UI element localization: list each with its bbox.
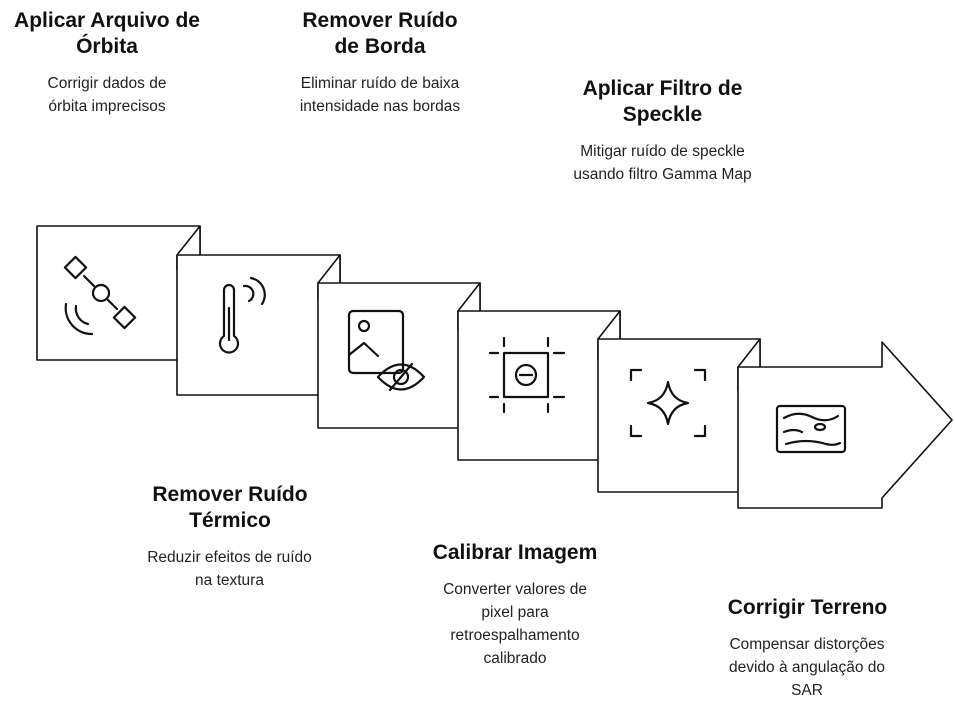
thermometer-icon xyxy=(218,276,266,354)
step-4-title: Calibrar Imagem xyxy=(432,541,598,564)
step-5-desc: Mitigar ruído de speckle usando filtro G… xyxy=(573,143,752,183)
step-4-desc: Converter valores de pixel para retroesp… xyxy=(443,581,587,667)
step-2-desc: Reduzir efeitos de ruído na textura xyxy=(147,549,312,589)
step-4-panel xyxy=(457,310,621,461)
step-2-panel xyxy=(176,254,341,396)
step-1-desc: Corrigir dados de órbita imprecisos xyxy=(47,75,167,115)
step-3-text: Remover Ruído de Borda Eliminar ruído de… xyxy=(280,8,480,118)
step-1-panel xyxy=(36,225,201,361)
terrain-map-icon xyxy=(775,404,847,454)
step-6-text: Corrigir Terreno Compensar distorções de… xyxy=(695,595,920,702)
satellite-icon xyxy=(63,255,137,336)
step-1-title: Aplicar Arquivo de Órbita xyxy=(14,9,200,58)
sparkle-focus-icon xyxy=(629,368,707,438)
step-3-panel xyxy=(317,282,481,429)
step-5-text: Aplicar Filtro de Speckle Mitigar ruído … xyxy=(555,76,770,186)
step-5-panel xyxy=(597,338,761,493)
step-3-desc: Eliminar ruído de baixa intensidade nas … xyxy=(299,75,461,115)
step-6-desc: Compensar distorções devido à angulação … xyxy=(729,636,885,699)
step-5-title: Aplicar Filtro de Speckle xyxy=(582,77,743,126)
step-2-title: Remover Ruído Térmico xyxy=(152,483,308,532)
crop-minus-icon xyxy=(488,336,566,414)
step-1-text: Aplicar Arquivo de Órbita Corrigir dados… xyxy=(2,8,212,118)
step-4-text: Calibrar Imagem Converter valores de pix… xyxy=(405,540,625,670)
step-2-text: Remover Ruído Térmico Reduzir efeitos de… xyxy=(125,482,335,592)
step-6-title: Corrigir Terreno xyxy=(727,596,888,619)
step-3-title: Remover Ruído de Borda xyxy=(302,9,458,58)
image-hide-icon xyxy=(347,309,426,392)
